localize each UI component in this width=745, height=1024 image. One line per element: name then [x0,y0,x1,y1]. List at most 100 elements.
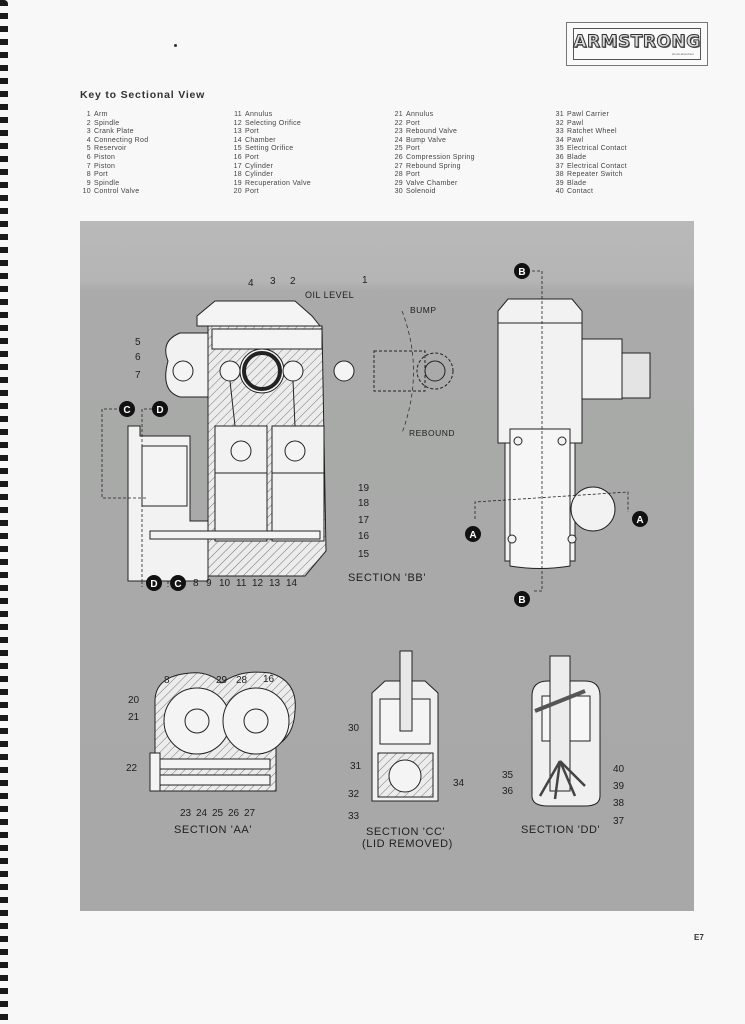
key-item-label: Piston [94,162,116,170]
marker-a-right: A [632,511,648,527]
key-item-label: Pawl [567,119,584,127]
key-item-label: Rebound Spring [406,162,461,170]
bump-label: BUMP [410,305,437,315]
speck [174,44,177,47]
key-item-number: 36 [555,153,564,161]
key-item-label: Piston [94,153,116,161]
marker-b-bottom: B [514,591,530,607]
key-item-label: Spindle [94,179,120,187]
key-item-number: 40 [555,188,564,196]
key-item-label: Port [94,171,109,179]
callout-aa-8: 8 [164,675,170,686]
callout-19: 19 [358,483,370,494]
key-item-number: 11 [234,111,242,118]
marker-b-top: B [514,263,530,279]
callout-22: 22 [126,763,138,774]
svg-text:B: B [518,267,525,278]
section-aa-drawing [149,671,296,792]
logo-subtext: shock absorbers [671,52,694,56]
callout-17: 17 [358,515,370,526]
callout-36: 36 [502,786,514,797]
side-view-drawing [497,298,651,569]
callout-35: 35 [502,770,514,781]
section-aa-title: SECTION 'AA' [174,824,252,836]
key-item-number: 31 [555,111,564,118]
key-item-number: 29 [394,179,403,187]
key-title: Key to Sectional View [80,89,206,101]
key-item-label: Pawl Carrier [567,111,610,118]
key-item-number: 2 [86,119,91,127]
key-item-number: 37 [555,162,564,170]
key-item-label: Port [245,153,260,161]
oil-level-label: OIL LEVEL [305,290,354,300]
key-item-number: 4 [86,136,91,144]
callout-8: 8 [193,578,199,589]
key-item-number: 32 [555,119,564,127]
key-item-label: Blade [567,153,587,161]
marker-c-bottom: C [170,575,186,591]
callout-16: 16 [358,531,370,542]
callout-26: 26 [228,808,240,819]
sectional-diagram: 4 3 2 1 OIL LEVEL BUMP REBOUND 5 6 7 19 … [101,263,651,850]
section-bb-title: SECTION 'BB' [348,572,426,584]
key-item-number: 5 [86,145,91,153]
key-item-number: 34 [555,136,564,144]
callout-20: 20 [128,695,140,706]
marker-c-top: C [119,401,135,417]
key-item-number: 7 [86,162,91,170]
bump-rebound-arc [401,310,414,434]
marker-d-top: D [152,401,168,417]
callout-2: 2 [290,276,296,287]
svg-text:A: A [636,515,643,526]
callout-15: 15 [358,549,370,560]
section-cc-subtitle: (LID REMOVED) [362,838,453,850]
key-item-number: 39 [555,179,564,187]
key-item-number: 24 [394,136,403,144]
callout-6: 6 [135,352,141,363]
key-item-label: Port [245,128,260,136]
svg-text:C: C [174,579,181,590]
logo-text: ARMSTRONG [573,32,701,53]
key-item-number: 3 [86,128,91,136]
key-item-number: 21 [394,111,403,118]
key-item-number: 13 [233,128,242,136]
svg-text:D: D [156,405,163,416]
key-item-number: 26 [394,153,403,161]
callout-3: 3 [270,276,276,287]
key-item-label: Selecting Orifice [245,119,302,127]
callout-12: 12 [252,578,264,589]
key-item-label: Control Valve [94,188,140,196]
callout-14: 14 [286,578,298,589]
callout-21: 21 [128,712,140,723]
key-item-label: Spindle [94,119,120,127]
armstrong-logo: ARMSTRONG shock absorbers [566,22,708,66]
key-item-label: Cylinder [245,162,274,170]
callout-23: 23 [180,808,192,819]
key-item-label: Setting Orifice [245,145,294,153]
spiral-binding [0,0,8,1024]
key-item-label: Port [406,145,421,153]
key-item-number: 14 [233,136,242,144]
key-item-number: 25 [394,145,403,153]
